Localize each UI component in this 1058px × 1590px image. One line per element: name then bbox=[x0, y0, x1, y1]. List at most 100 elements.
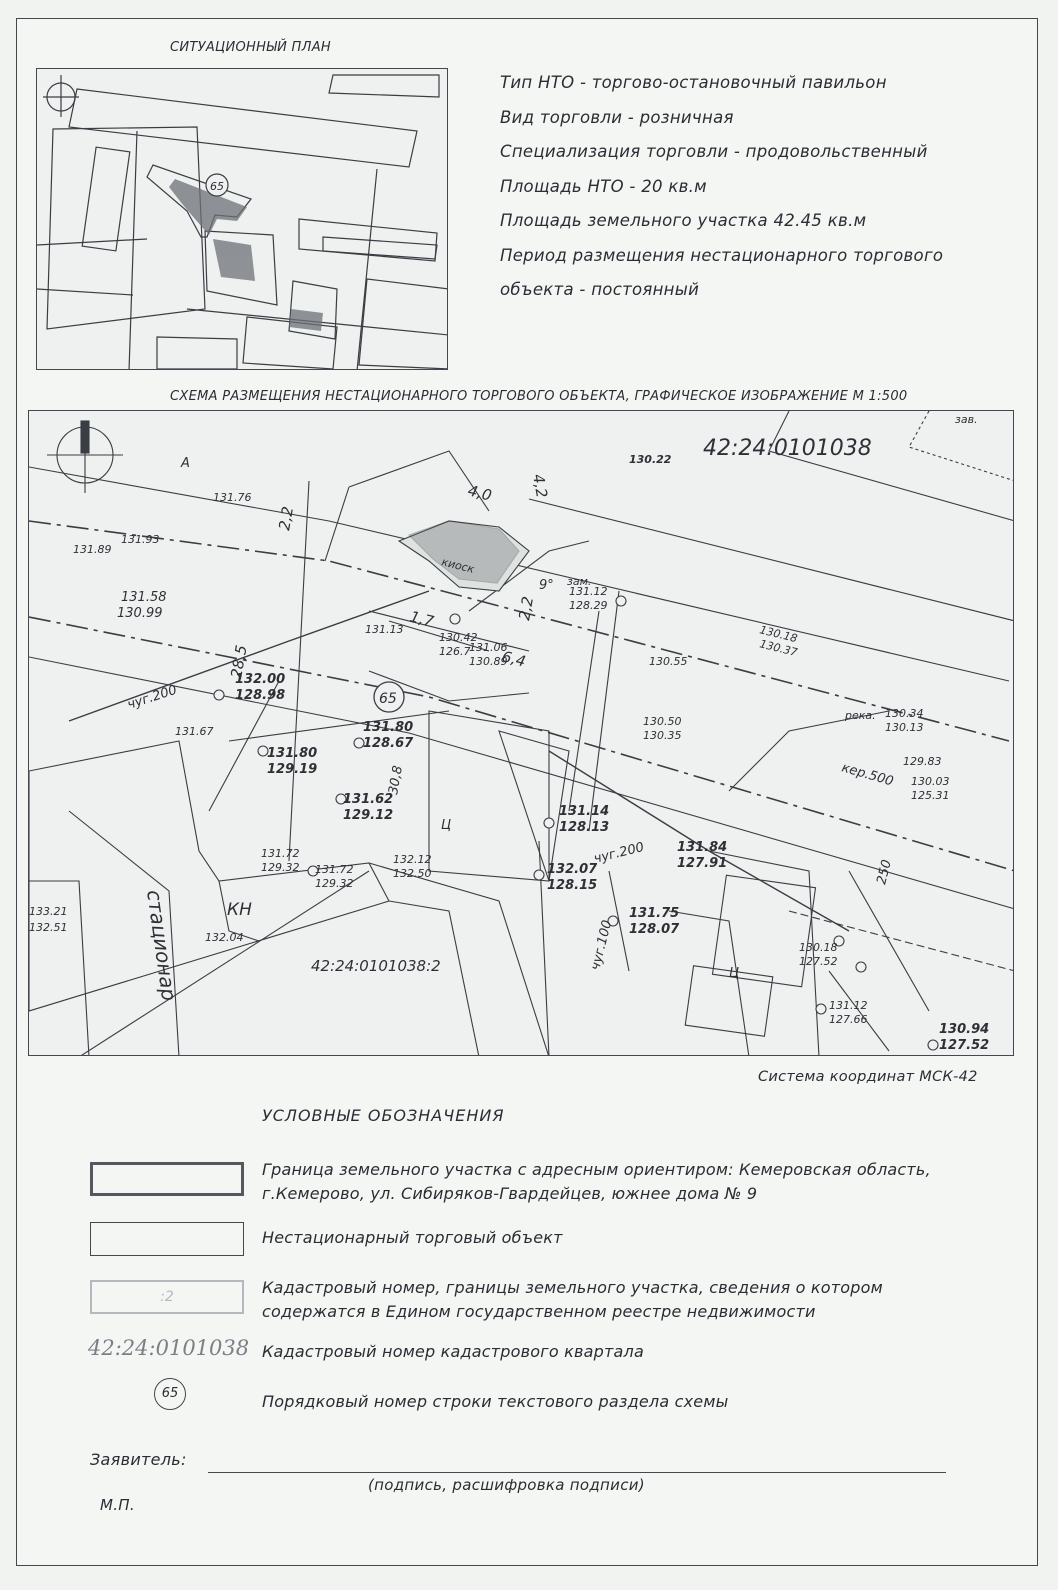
situation-plan-map: 65 bbox=[36, 68, 448, 370]
spot-7b: 128.67 bbox=[363, 736, 414, 751]
coordinate-system: Система координат МСК-42 bbox=[758, 1069, 978, 1085]
legend-quarter-sample: 42:24:0101038 bbox=[88, 1336, 250, 1360]
spot-26b: 128.29 bbox=[569, 599, 608, 612]
spot-16a: 131.84 bbox=[677, 840, 727, 855]
spot-11a: 132.12 bbox=[393, 853, 432, 866]
dim-2: 4,0 bbox=[466, 481, 494, 504]
spot-16b: 127.91 bbox=[677, 856, 727, 871]
dim-4: 1,7 bbox=[408, 607, 436, 630]
dim-8: 30,8 bbox=[386, 765, 406, 796]
spot-4b: 130.99 bbox=[117, 606, 163, 621]
spot-4a: 131.58 bbox=[121, 590, 167, 605]
spot-31a: 133.21 bbox=[29, 905, 68, 918]
spot-30: 132.04 bbox=[205, 931, 244, 944]
spot-24a: 130.03 bbox=[911, 775, 950, 788]
dim-3: 4,2 bbox=[529, 473, 551, 500]
legend-row-number-text: Порядковый номер строки текстового разде… bbox=[262, 1392, 729, 1411]
spot-14b: 128.15 bbox=[547, 878, 597, 893]
spot-17b: 127.52 bbox=[799, 955, 838, 968]
stamp-label: М.П. bbox=[100, 1496, 135, 1514]
spot-15b: 128.07 bbox=[629, 922, 680, 937]
legend-nto-swatch bbox=[90, 1222, 244, 1256]
spot-29: 131.67 bbox=[175, 725, 214, 738]
spot-22b: 130.13 bbox=[885, 721, 924, 734]
label-zav: зав. bbox=[955, 413, 978, 426]
spot-9a: 131.72 bbox=[261, 847, 300, 860]
pipe-label-1: чуг.200 bbox=[126, 683, 179, 713]
label-angle: 9° bbox=[539, 578, 554, 593]
spot-9b: 129.32 bbox=[261, 861, 300, 874]
label-c2: Ц bbox=[729, 966, 739, 981]
dim-5: 2,2 bbox=[515, 595, 537, 622]
parcel-number: 42:24:0101038:2 bbox=[311, 957, 441, 975]
spot-13a: 131.14 bbox=[559, 804, 609, 819]
spot-12b: 130.89 bbox=[469, 655, 508, 668]
spot-8a: 131.62 bbox=[343, 792, 393, 807]
attr-area: Площадь НТО - 20 кв.м bbox=[500, 176, 707, 196]
spot-8b: 129.12 bbox=[343, 808, 393, 823]
legend-parcel-boundary-swatch bbox=[90, 1162, 244, 1196]
spot-13b: 128.13 bbox=[559, 820, 609, 835]
spot-7a: 131.80 bbox=[363, 720, 413, 735]
placement-scheme-drawing: 65 42:24:0101038 42:24:0101038:2 стацион… bbox=[29, 411, 1013, 1055]
spot-26a: 131.12 bbox=[569, 585, 608, 598]
spot-10b: 129.32 bbox=[315, 877, 354, 890]
spot-17a: 130.18 bbox=[799, 941, 838, 954]
spot-20: 130.55 bbox=[649, 655, 688, 668]
building-label: стационар bbox=[142, 888, 181, 1002]
label-zam: зам. bbox=[567, 575, 591, 588]
spot-27: 131.13 bbox=[365, 623, 404, 636]
spot-21a: 130.50 bbox=[643, 715, 682, 728]
north-arrow-icon bbox=[47, 420, 123, 493]
spot-15a: 131.75 bbox=[629, 906, 679, 921]
legend-cadastral-swatch: :2 bbox=[90, 1280, 244, 1314]
legend-row-number-sample: 65 bbox=[154, 1378, 186, 1410]
spot-12a: 131.06 bbox=[469, 641, 508, 654]
scheme-title: СХЕМА РАЗМЕЩЕНИЯ НЕСТАЦИОНАРНОГО ТОРГОВО… bbox=[170, 389, 908, 404]
spot-18a: 131.12 bbox=[829, 999, 868, 1012]
dim-7: 28,5 bbox=[227, 644, 251, 680]
legend-quarter-text: Кадастровый номер кадастрового квартала bbox=[262, 1342, 644, 1361]
signature-hint: (подпись, расшифровка подписи) bbox=[368, 1476, 645, 1494]
spot-6a: 131.80 bbox=[267, 746, 317, 761]
label-c1: Ц bbox=[441, 818, 451, 833]
legend-cadastral-text: Кадастровый номер, границы земельного уч… bbox=[262, 1278, 883, 1321]
spot-22a: 130.34 bbox=[885, 707, 924, 720]
spot-19a: 130.94 bbox=[939, 1022, 989, 1037]
spot-19b: 127.52 bbox=[939, 1038, 989, 1053]
situation-plan-drawing: 65 bbox=[37, 74, 447, 369]
situation-plan-title: СИТУАЦИОННЫЙ ПЛАН bbox=[170, 40, 331, 55]
label-kn: КН bbox=[227, 900, 252, 920]
spot-23: 129.83 bbox=[903, 755, 942, 768]
spot-14a: 132.07 bbox=[547, 862, 598, 877]
scheme-marker: 65 bbox=[379, 691, 397, 707]
spot-21b: 130.35 bbox=[643, 729, 682, 742]
spot-11b: 132.50 bbox=[393, 867, 432, 880]
placement-scheme-map: 65 42:24:0101038 42:24:0101038:2 стацион… bbox=[28, 410, 1014, 1056]
spot-3: 131.93 bbox=[121, 533, 160, 546]
attr-trade-kind: Вид торговли - розничная bbox=[500, 107, 734, 127]
spot-10a: 131.72 bbox=[315, 863, 354, 876]
pipe-label-4: кер.500 bbox=[840, 760, 895, 789]
spot-1: 130.22 bbox=[629, 453, 672, 466]
spot-18b: 127.66 bbox=[829, 1013, 868, 1026]
attr-specialization: Специализация торговли - продовольственн… bbox=[500, 142, 928, 161]
signature-line bbox=[208, 1472, 946, 1473]
applicant-label: Заявитель: bbox=[90, 1450, 187, 1469]
pipe-label-2: чуг.200 bbox=[592, 840, 645, 867]
spot-5b: 128.98 bbox=[235, 688, 285, 703]
attr-type: Тип НТО - торгово-остановочный павильон bbox=[500, 73, 887, 92]
dim-6: 6,4 bbox=[500, 647, 528, 670]
spot-28a: 130.42 bbox=[439, 631, 478, 644]
label-a: А bbox=[180, 456, 190, 471]
quarter-number: 42:24:0101038 bbox=[703, 436, 872, 461]
pipe-label-3: чуг.100 bbox=[588, 919, 615, 972]
object-attributes: Тип НТО - торгово-остановочный павильон … bbox=[500, 66, 1020, 308]
legend-nto-text: Нестационарный торговый объект bbox=[262, 1228, 563, 1247]
spot-24b: 125.31 bbox=[911, 789, 950, 802]
label-reka: река. bbox=[844, 709, 876, 722]
spot-5a: 132.00 bbox=[235, 672, 285, 687]
legend-parcel-boundary-text: Граница земельного участка с адресным ор… bbox=[262, 1160, 931, 1203]
situation-marker: 65 bbox=[210, 180, 224, 193]
attr-land-area: Площадь земельного участка 42.45 кв.м bbox=[500, 211, 867, 230]
